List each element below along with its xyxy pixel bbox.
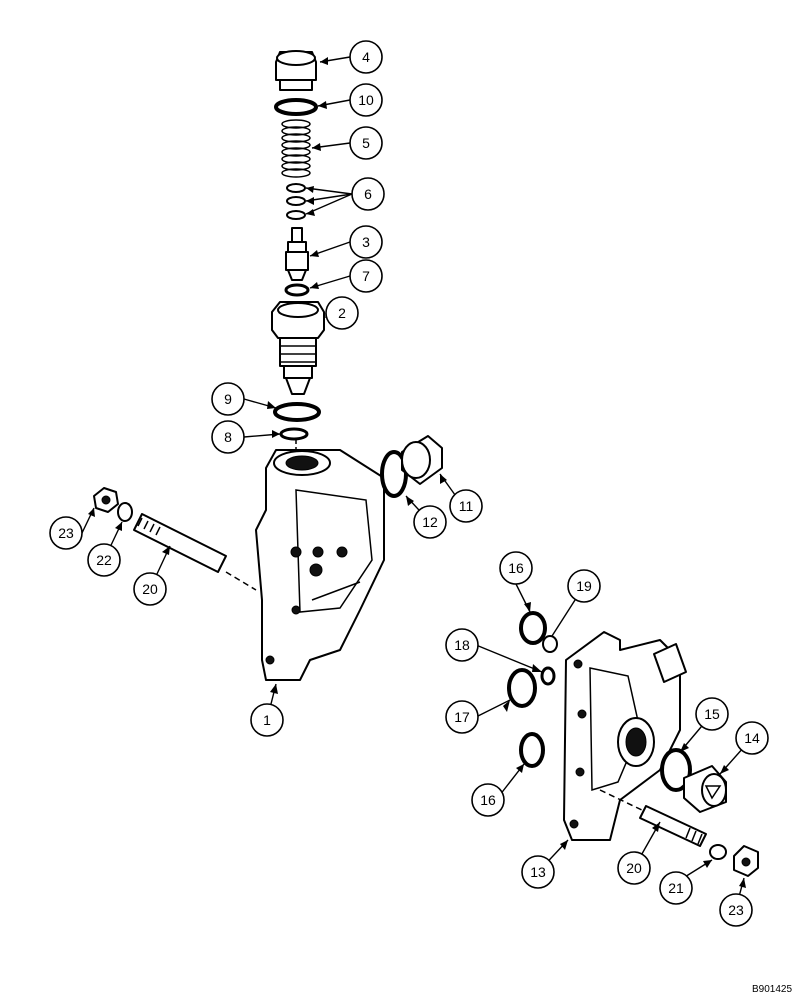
callout-12: 12 <box>413 505 447 539</box>
callout-13: 13 <box>521 855 555 889</box>
plug-part-4 <box>275 50 317 91</box>
callout-20-right: 20 <box>617 851 651 885</box>
callout-9: 9 <box>211 382 245 416</box>
svg-text:17: 17 <box>454 709 470 725</box>
callout-7: 7 <box>349 259 383 293</box>
callout-10: 10 <box>349 83 383 117</box>
o-ring-part-16-upper <box>519 611 547 645</box>
svg-text:18: 18 <box>454 637 470 653</box>
svg-text:11: 11 <box>459 498 474 514</box>
svg-text:9: 9 <box>224 391 232 407</box>
tie-rod-part-20-left <box>133 513 257 591</box>
svg-text:4: 4 <box>362 49 370 65</box>
plug-part-14 <box>683 765 727 813</box>
washer-part-19 <box>542 635 558 653</box>
washer-part-7 <box>284 283 310 297</box>
reference-code: B901425 <box>752 984 792 995</box>
callout-15: 15 <box>695 697 729 731</box>
svg-text:2: 2 <box>338 305 346 321</box>
o-ring-part-16-lower <box>519 732 545 768</box>
o-ring-part-18 <box>540 666 556 686</box>
spring-part-5 <box>281 119 311 178</box>
callout-17: 17 <box>445 700 479 734</box>
svg-text:20: 20 <box>142 581 158 597</box>
svg-text:22: 22 <box>96 552 112 568</box>
callout-2: 2 <box>325 296 359 330</box>
svg-text:16: 16 <box>508 560 524 576</box>
callout-4: 4 <box>349 40 383 74</box>
o-ring-part-8 <box>279 427 309 441</box>
svg-text:14: 14 <box>744 730 760 746</box>
callout-23-right: 23 <box>719 893 753 927</box>
callout-8: 8 <box>211 420 245 454</box>
callout-20-left: 20 <box>133 572 167 606</box>
o-ring-part-17 <box>507 668 537 708</box>
nut-part-23-left <box>93 487 119 513</box>
svg-text:7: 7 <box>362 268 370 284</box>
o-ring-part-10 <box>274 98 318 116</box>
svg-text:15: 15 <box>704 706 720 722</box>
svg-text:19: 19 <box>576 578 592 594</box>
nut-part-23-right <box>733 845 759 877</box>
callout-22: 22 <box>87 543 121 577</box>
lock-washer-part-22 <box>117 502 133 522</box>
svg-text:10: 10 <box>358 92 374 108</box>
callout-5: 5 <box>349 126 383 160</box>
svg-text:1: 1 <box>263 712 271 728</box>
callout-21: 21 <box>659 871 693 905</box>
shim-washers-part-6 <box>286 183 306 220</box>
svg-text:20: 20 <box>626 860 642 876</box>
svg-text:3: 3 <box>362 234 370 250</box>
svg-text:6: 6 <box>364 186 372 202</box>
svg-text:21: 21 <box>668 880 684 896</box>
svg-text:13: 13 <box>530 864 546 880</box>
end-cover-part-13 <box>563 631 687 841</box>
callout-19: 19 <box>567 569 601 603</box>
housing-part-1 <box>255 449 385 681</box>
valve-body-part-2 <box>271 301 325 395</box>
svg-text:12: 12 <box>422 514 438 530</box>
o-ring-part-9 <box>273 402 321 422</box>
svg-text:23: 23 <box>728 902 744 918</box>
plug-part-11 <box>401 435 443 485</box>
tie-rod-part-20-right <box>599 789 707 847</box>
callout-18: 18 <box>445 628 479 662</box>
callout-14: 14 <box>735 721 769 755</box>
washer-part-21 <box>709 844 727 860</box>
arrowheads <box>88 57 746 888</box>
callout-1: 1 <box>250 703 284 737</box>
callout-6: 6 <box>351 177 385 211</box>
svg-text:8: 8 <box>224 429 232 445</box>
svg-text:5: 5 <box>362 135 370 151</box>
poppet-part-3 <box>285 227 309 281</box>
svg-text:23: 23 <box>58 525 74 541</box>
callout-16-upper: 16 <box>499 551 533 585</box>
svg-text:16: 16 <box>480 792 496 808</box>
callout-16-lower: 16 <box>471 783 505 817</box>
callout-3: 3 <box>349 225 383 259</box>
callout-11: 11 <box>449 489 483 523</box>
callout-23-left: 23 <box>49 516 83 550</box>
